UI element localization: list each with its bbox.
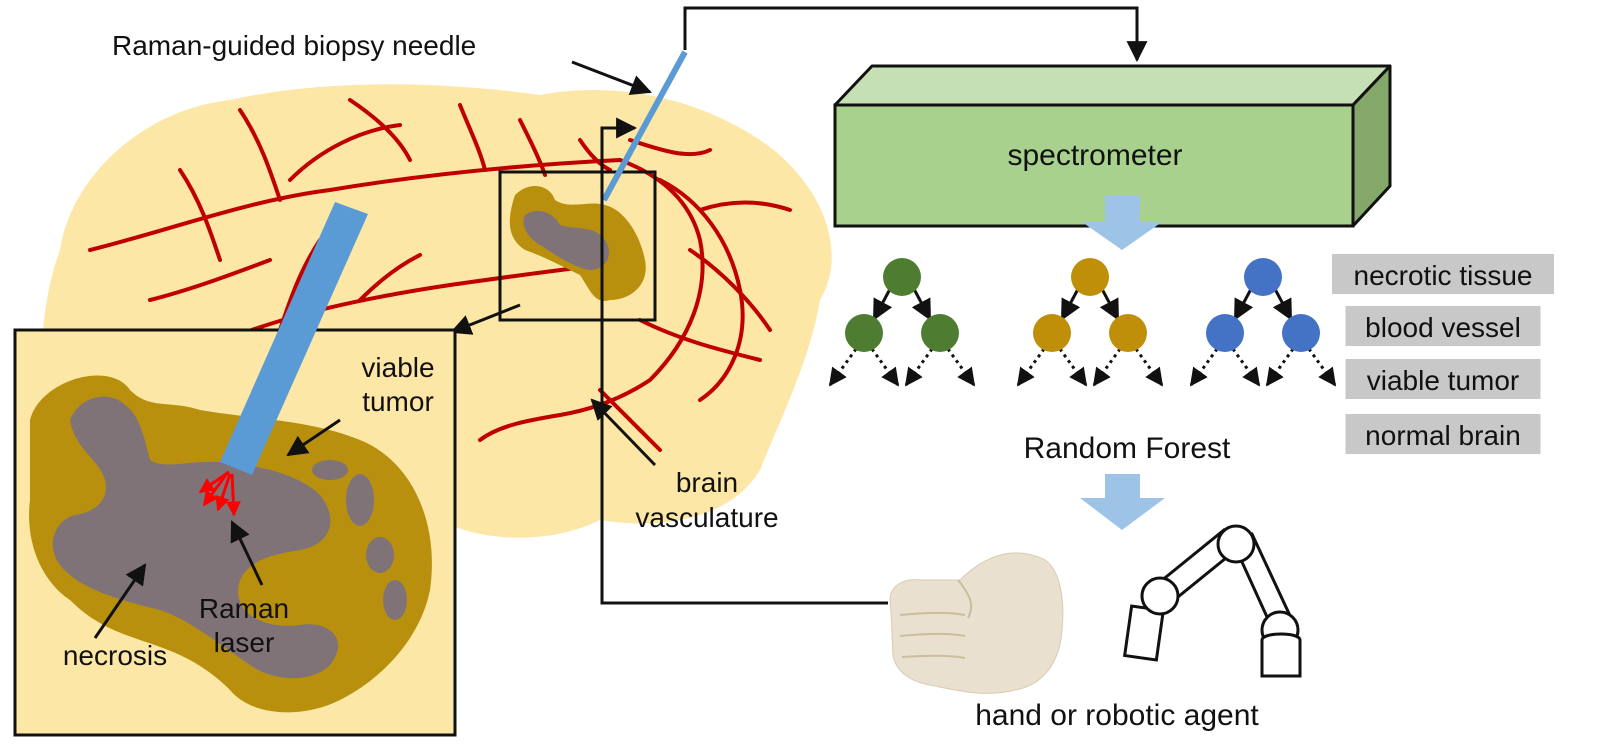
tree-node xyxy=(1282,314,1320,352)
raman-laser-label-line2: laser xyxy=(214,627,275,658)
tree-branch-dotted xyxy=(946,348,976,387)
necrosis-label: necrosis xyxy=(63,640,167,671)
tree-branch-dotted xyxy=(1058,348,1088,387)
tissue-class-box xyxy=(1345,306,1541,346)
tissue-class-box xyxy=(1332,254,1554,294)
spectrometer-top xyxy=(833,64,1392,107)
zoom-arrow xyxy=(450,303,521,335)
tree-node xyxy=(1206,314,1244,352)
needle-label: Raman-guided biopsy needle xyxy=(112,30,476,61)
decision-tree xyxy=(828,258,976,387)
tissue-class-label: viable tumor xyxy=(1367,365,1520,396)
decision-tree xyxy=(1189,258,1337,387)
tree-node xyxy=(921,314,959,352)
tree-branch-dotted xyxy=(1231,348,1261,387)
necrosis-arrow xyxy=(93,563,147,639)
tumor-inset xyxy=(13,328,457,737)
random-forest-trees xyxy=(828,258,1337,387)
tree-branch-dotted xyxy=(870,348,900,387)
tree-branch-dotted xyxy=(828,348,858,387)
raman-laser-rays xyxy=(198,470,241,517)
tree-node xyxy=(883,258,921,296)
zoom-region-box xyxy=(498,170,657,322)
biopsy-needle xyxy=(601,50,688,202)
agent-to-needle-line xyxy=(600,117,888,605)
tree-branch-dotted xyxy=(1016,348,1046,387)
random-forest-label: Random Forest xyxy=(1024,432,1231,465)
tissue-class-box xyxy=(1345,359,1541,399)
tree-branch-dotted xyxy=(904,348,934,387)
tree-branch-dotted xyxy=(1307,348,1337,387)
tissue-class-label: blood vessel xyxy=(1365,312,1521,343)
raman-laser-arrow xyxy=(230,520,264,586)
tree-branch-dotted xyxy=(1134,348,1164,387)
brain-vasculature-label-line1: brain xyxy=(676,467,738,498)
needle-to-spectrometer-line xyxy=(683,6,1148,63)
tree-node xyxy=(845,314,883,352)
tree-node xyxy=(1071,258,1109,296)
flow-arrow-to-agent xyxy=(1080,474,1165,530)
spectrometer-label: spectrometer xyxy=(1007,139,1182,172)
tissue-class-box xyxy=(1345,414,1541,454)
decision-tree xyxy=(1016,258,1164,387)
viable-tumor-label-line2: tumor xyxy=(362,386,434,417)
tree-branch-dotted xyxy=(1189,348,1219,387)
tree-branch-dotted xyxy=(1092,348,1122,387)
inset-biopsy-needle xyxy=(220,202,368,475)
brain-vasculature-label-line2: vasculature xyxy=(635,502,778,533)
tissue-class-list: necrotic tissue blood vessel viable tumor n… xyxy=(1332,254,1554,454)
agent-label: hand or robotic agent xyxy=(975,699,1259,732)
robotic-arm-icon xyxy=(1122,524,1302,678)
inset-necrosis xyxy=(52,396,339,679)
flow-arrow-to-forest xyxy=(1082,196,1162,250)
tree-node xyxy=(1109,314,1147,352)
hand-icon xyxy=(889,552,1064,694)
tissue-class-label: necrotic tissue xyxy=(1354,260,1533,291)
tree-node xyxy=(1033,314,1071,352)
viable-tumor-arrow xyxy=(286,418,341,457)
tree-node xyxy=(1244,258,1282,296)
small-tumor xyxy=(509,185,646,301)
viable-tumor-label-line1: viable xyxy=(361,352,434,383)
raman-laser-label-line1: Raman xyxy=(199,593,289,624)
tree-branch-dotted xyxy=(1265,348,1295,387)
tissue-class-label: normal brain xyxy=(1365,420,1521,451)
needle-label-arrow xyxy=(571,60,652,96)
